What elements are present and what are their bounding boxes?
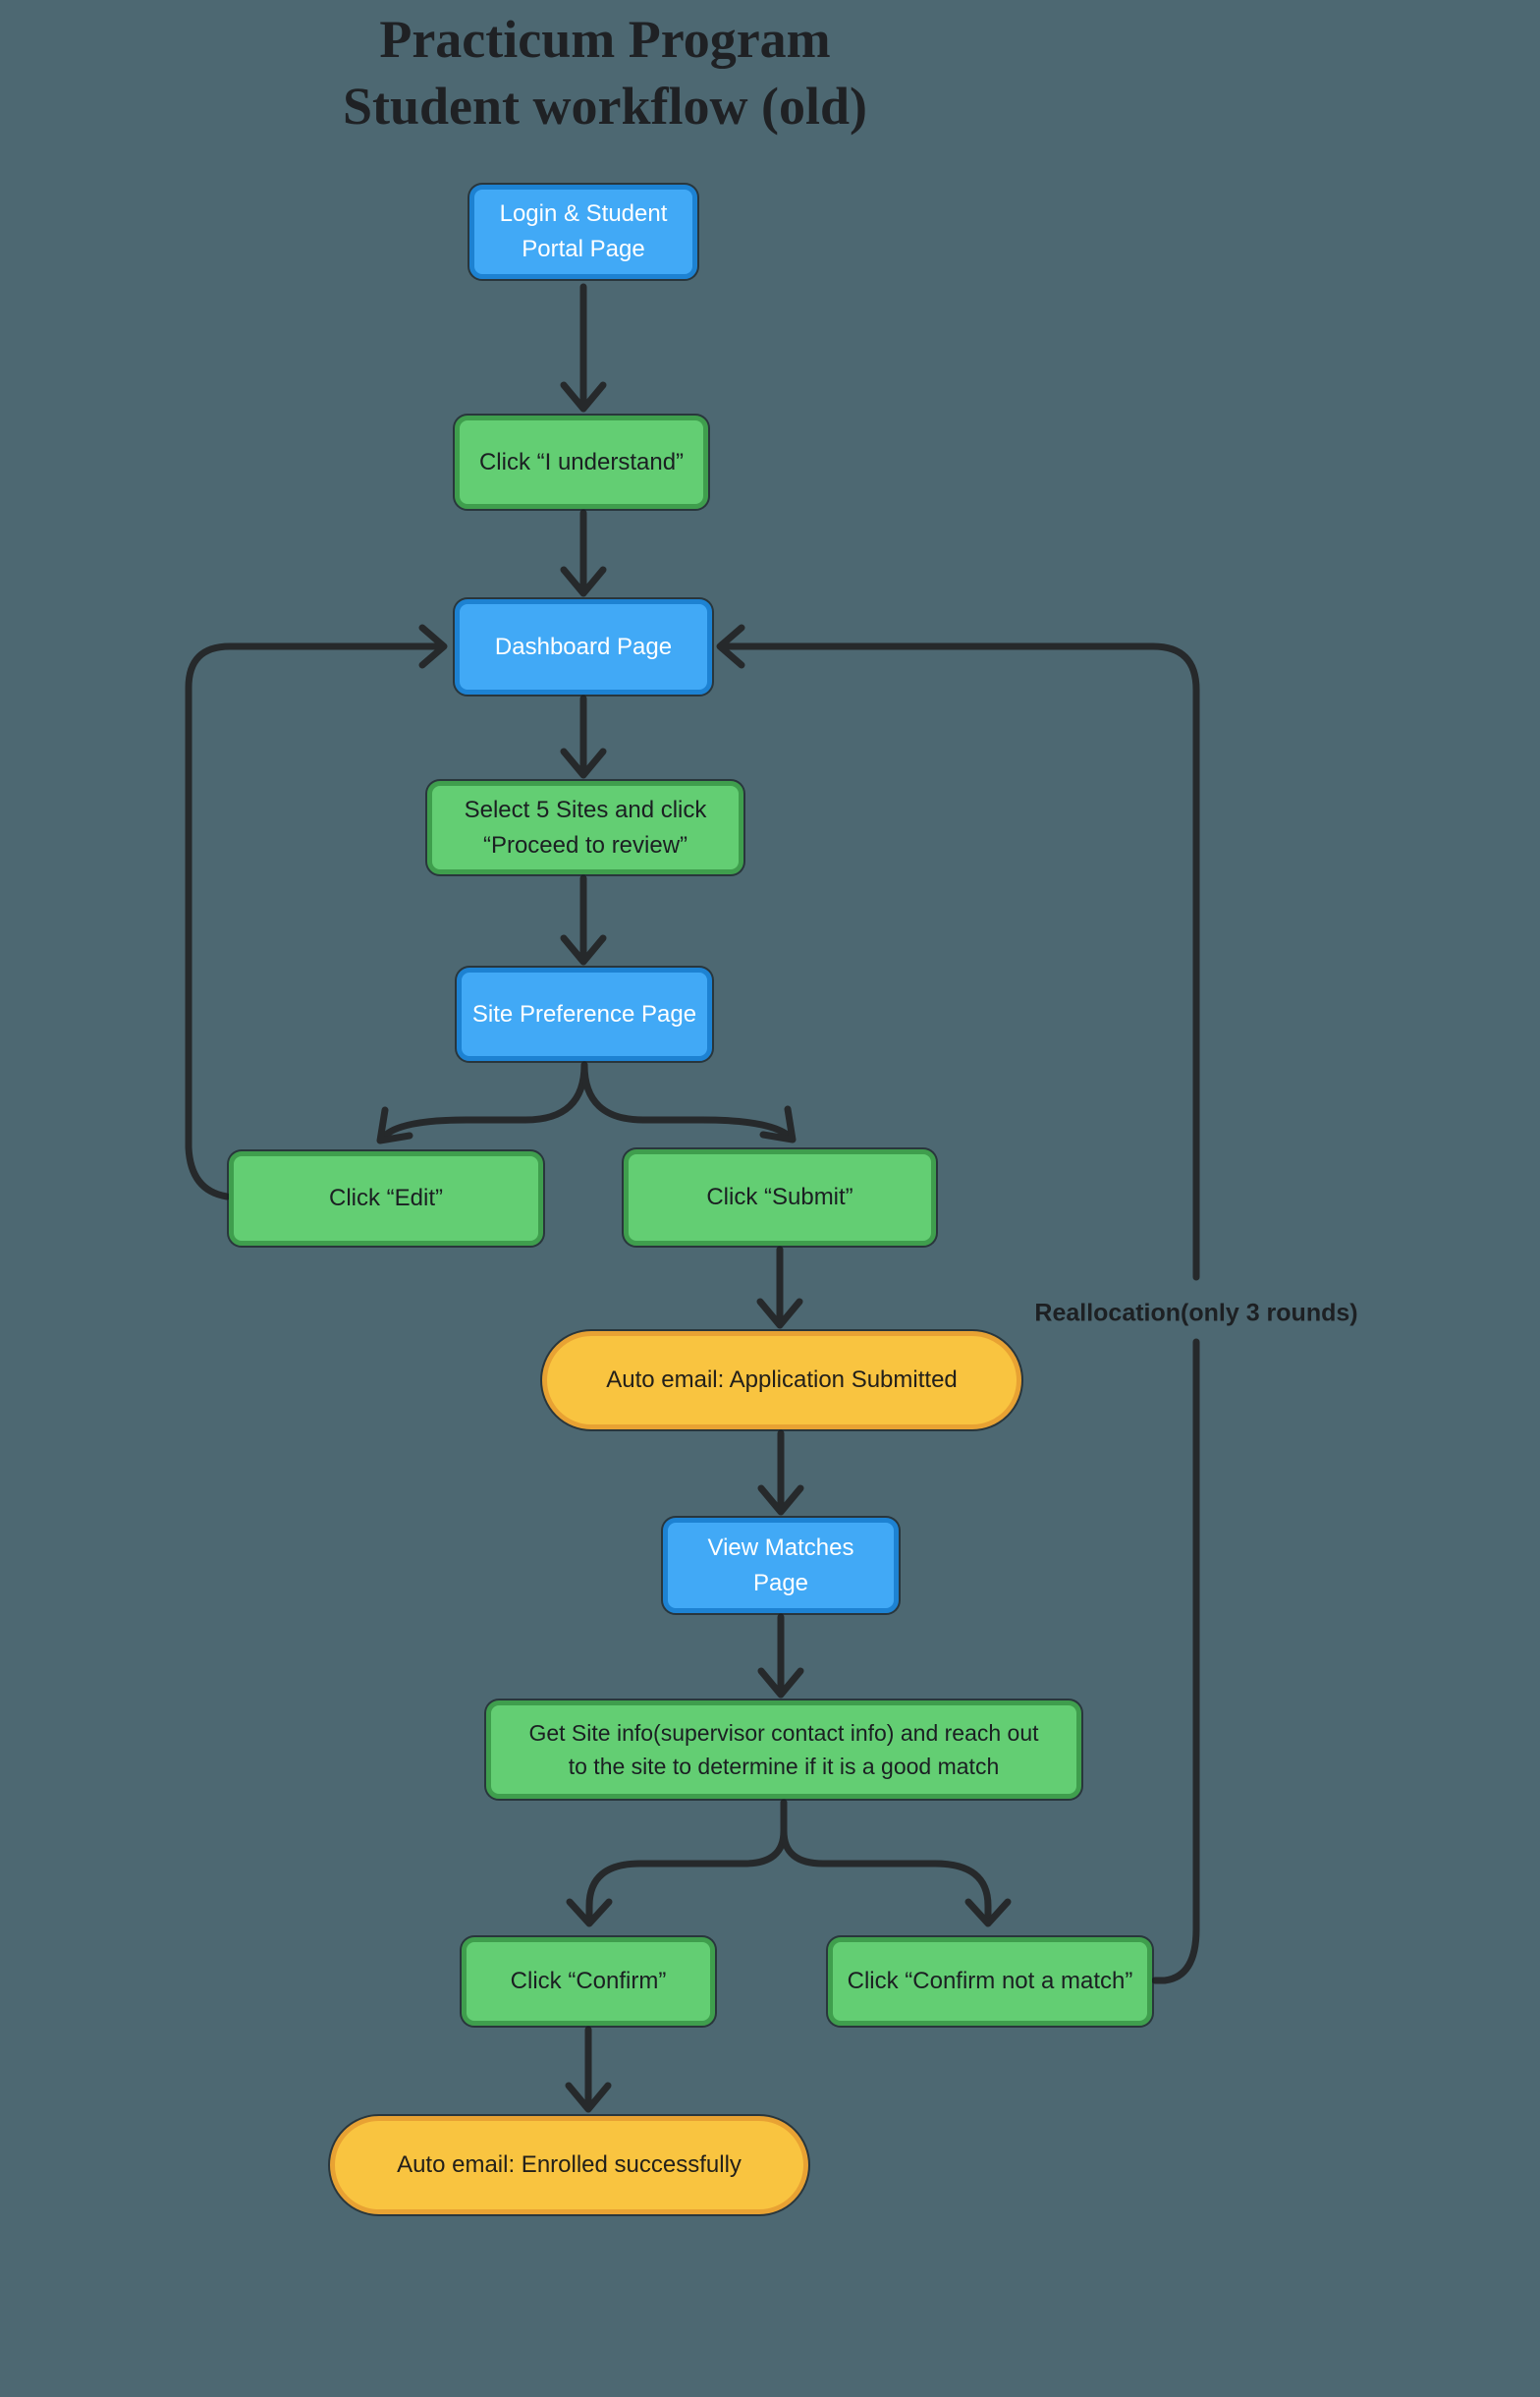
arrowhead-down-icon [565,2082,612,2113]
node-label: View Matches [707,1533,854,1561]
arrow-getinfo-to-confirm [585,1799,788,1920]
node-label: Auto email: Application Submitted [606,1366,958,1393]
node-click-submit: Click “Submit” [624,1149,936,1246]
arrowhead-right-icon [418,624,448,669]
node-view-matches-page: View Matches Page [663,1518,899,1613]
node-dashboard-page: Dashboard Page [455,599,712,695]
node-label: Site Preference Page [471,1000,697,1028]
node-click-confirm-not-a-match: Click “Confirm not a match” [828,1937,1152,2026]
arrowhead-down-icon [757,1484,804,1516]
arrowhead-down-icon [756,1298,803,1329]
diagram-title: Practicum Program Student workflow (old) [212,6,998,139]
arrowhead-down-icon [964,1898,1012,1927]
diagram-title-line1: Practicum Program [379,10,831,69]
arrow-notmatch-loop-lower [1151,1338,1200,1984]
arrowhead-down-icon [757,1667,804,1699]
node-click-edit: Click “Edit” [229,1151,543,1246]
node-label: Click “Confirm” [510,1968,667,1994]
arrowhead-down-icon [560,566,607,597]
node-auto-email-enrolled-successfully: Auto email: Enrolled successfully [330,2116,808,2214]
node-label: to the site to determine if it is a good… [568,1754,1000,1779]
arrowhead-left-icon [716,624,745,669]
node-label: Click “Submit” [706,1184,853,1210]
arrow-edit-loop-to-dashboard [185,642,440,1200]
node-get-site-info: Get Site info(supervisor contact info) a… [486,1700,1081,1799]
arrow-getinfo-to-notmatch [780,1799,992,1920]
node-click-confirm: Click “Confirm” [462,1937,715,2026]
node-label: Login & Student [499,200,668,227]
arrow-notmatch-loop-upper [724,642,1200,1281]
arrow-sitepref-to-edit [379,1061,588,1142]
node-label: Get Site info(supervisor contact info) a… [528,1720,1039,1746]
node-label: Dashboard Page [494,633,673,660]
node-label: “Proceed to review” [482,831,688,859]
node-label: Select 5 Sites and click [464,796,707,823]
node-label: Auto email: Enrolled successfully [397,2151,742,2178]
arrowhead-down-icon [566,1898,613,1927]
arrowhead-down-icon [560,748,607,779]
diagram-title-line2: Student workflow (old) [342,77,868,136]
node-label: Click “Edit” [328,1185,443,1211]
node-site-preference-page: Site Preference Page [457,968,712,1061]
node-label: Click “I understand” [478,448,685,475]
node-label: Click “Confirm not a match” [847,1968,1133,1994]
arrowhead-diagonal-icon [759,1105,797,1143]
arrow-sitepref-to-submit [580,1061,794,1141]
arrowhead-down-icon [560,381,607,413]
node-login-student-portal-page: Login & Student Portal Page [469,185,697,279]
reallocation-edge-label: Reallocation(only 3 rounds) [1034,1299,1358,1327]
node-auto-email-application-submitted: Auto email: Application Submitted [542,1331,1021,1429]
node-click-i-understand: Click “I understand” [455,416,708,509]
arrowhead-diagonal-icon [376,1106,413,1144]
node-label: Page [752,1569,809,1596]
node-select-5-sites: Select 5 Sites and click “Proceed to rev… [427,781,743,874]
node-label: Portal Page [522,236,645,262]
arrowhead-down-icon [560,934,607,966]
